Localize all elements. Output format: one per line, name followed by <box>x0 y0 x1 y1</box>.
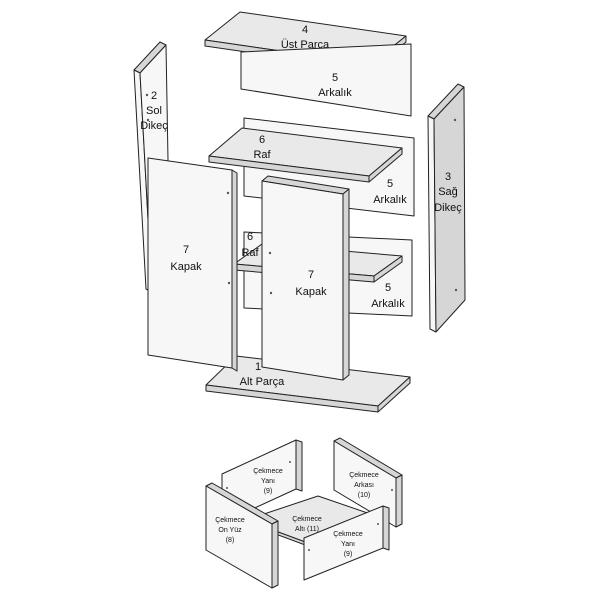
drawer-yan-right-line3: (9) <box>344 551 353 558</box>
kapak-left-number: 7 <box>183 244 189 256</box>
raf-lower-name: Raf <box>241 247 259 259</box>
part-arkalik-upper <box>240 43 412 117</box>
sol-dikec-line1: Sol <box>146 105 162 117</box>
part-kapak-right <box>261 175 350 381</box>
drawer-yan-right-line2: Yanı <box>341 541 355 548</box>
kapak-right-number: 7 <box>308 269 314 281</box>
drawer-on-yuz-line1: Çekmece <box>215 517 245 524</box>
raf-upper-name: Raf <box>253 149 271 161</box>
drawer-arkasi <box>333 437 403 528</box>
sol-dikec-line2: Dikeç <box>140 120 168 132</box>
kapak-right-name: Kapak <box>295 286 327 298</box>
drawer-yan-left-line2: Yanı <box>261 478 275 485</box>
arkalik-lower-number: 5 <box>385 282 391 294</box>
part-raf-upper <box>208 127 403 183</box>
sag-dikec-number: 3 <box>445 171 451 183</box>
drawer-arkasi-line1: Çekmece <box>349 472 379 479</box>
raf-upper-number: 6 <box>259 134 265 146</box>
drawer-on-yuz-line3: (8) <box>226 537 235 544</box>
part-sag-dikec <box>427 83 466 333</box>
drawer-on-yuz-line2: On Yüz <box>218 527 242 534</box>
arkalik-lower-name: Arkalık <box>371 298 405 310</box>
drawer-yan-left-line1: Çekmece <box>253 468 283 475</box>
raf-lower-number: 6 <box>247 231 253 243</box>
arkalik-middle-number: 5 <box>387 178 393 190</box>
drawer-yan-left-line3: (9) <box>264 488 273 495</box>
sol-dikec-number: 2 <box>151 90 157 102</box>
arkalik-upper-number: 5 <box>332 72 338 84</box>
sag-dikec-line1: Sağ <box>438 186 458 198</box>
drawer-on-yuz <box>205 482 279 589</box>
drawer-alti-line1: Çekmece <box>292 516 322 523</box>
sag-dikec-line2: Dikeç <box>434 202 462 214</box>
drawer-yan-right <box>303 505 390 581</box>
drawer-yan-right-line1: Çekmece <box>333 531 363 538</box>
part-kapak-left <box>147 157 238 372</box>
kapak-left-name: Kapak <box>170 261 202 273</box>
alt-parca-number: 1 <box>255 361 261 373</box>
drawer-alti-line2: Altı (11) <box>295 526 319 533</box>
ust-parca-number: 4 <box>302 24 308 36</box>
arkalik-upper-name: Arkalık <box>318 87 352 99</box>
drawer-arkasi-line2: Arkası <box>354 482 374 489</box>
drawer-arkasi-line3: (10) <box>358 492 370 499</box>
alt-parca-name: Alt Parça <box>240 376 286 388</box>
arkalik-middle-name: Arkalık <box>373 194 407 206</box>
